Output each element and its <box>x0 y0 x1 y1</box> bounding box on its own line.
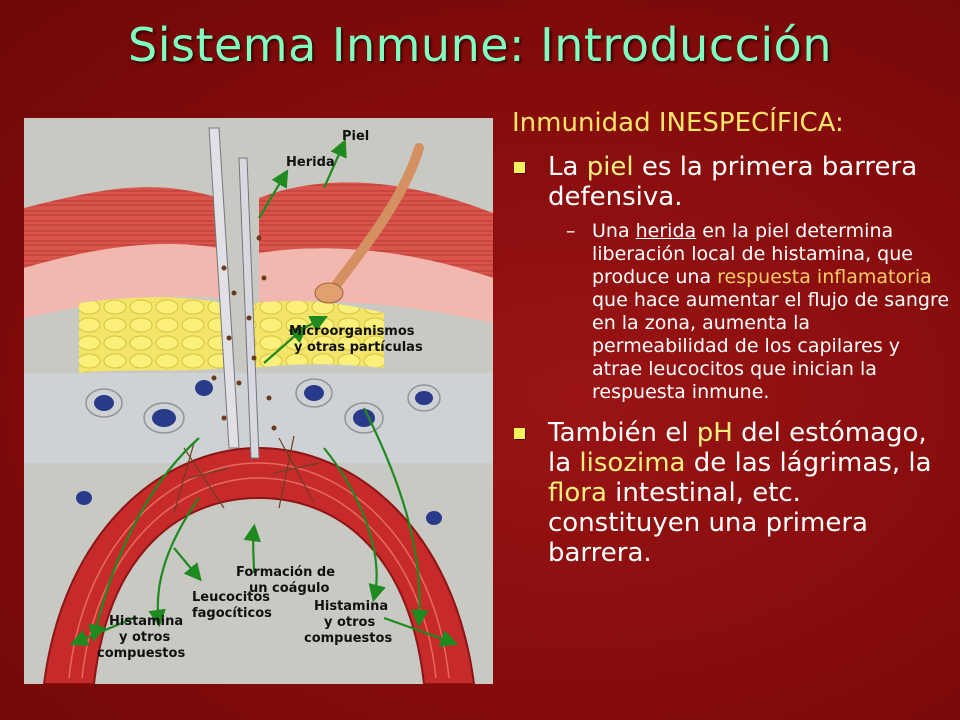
highlight-ph: pH <box>696 418 733 448</box>
fat-layer <box>79 297 224 373</box>
hair-follicle <box>329 143 424 293</box>
arrows <box>69 138 459 647</box>
label-histamina-left-2: y otros <box>119 630 170 645</box>
bullet-otras-barreras: También el pH del estómago, la lisozima … <box>512 418 952 568</box>
wound-shard <box>208 127 240 449</box>
highlight-lisozima: lisozima <box>579 448 686 478</box>
label-leucocitos-2: fagocíticos <box>192 606 272 621</box>
label-coagulo-1: Formación de <box>236 565 335 580</box>
label-piel: Piel <box>342 129 369 144</box>
highlight-piel: piel <box>586 152 634 182</box>
label-micro-1: Microorganismos <box>289 324 415 339</box>
label-histamina-right-3: compuestos <box>304 631 392 646</box>
sub-bullet-herida: – Una herida en la piel determina libera… <box>566 220 950 403</box>
bullet-piel: La piel es la primera barrera defensiva. <box>512 152 952 212</box>
skin-wound-diagram: Piel Herida Microorganismos y otras part… <box>24 127 493 684</box>
label-histamina-right-2: y otros <box>324 615 375 630</box>
label-histamina-left-1: Histamina <box>109 614 183 629</box>
label-coagulo-2: un coágulo <box>249 581 329 596</box>
highlight-flora: flora <box>548 478 607 508</box>
label-micro-2: y otras partículas <box>294 340 423 355</box>
label-histamina-right-1: Histamina <box>314 599 388 614</box>
bullet-square-icon <box>514 428 525 439</box>
underline-herida: herida <box>635 220 697 242</box>
section-heading: Inmunidad INESPECÍFICA: <box>512 108 844 138</box>
skin-layer-left <box>24 187 219 268</box>
label-histamina-left-3: compuestos <box>97 646 185 661</box>
label-herida: Herida <box>286 155 335 170</box>
immune-illustration: Piel Herida Microorganismos y otras part… <box>24 118 493 684</box>
text-content: Inmunidad INESPECÍFICA: La piel es la pr… <box>512 108 952 576</box>
label-leucocitos-1: Leucocitos <box>192 590 270 605</box>
highlight-respuesta: respuesta inflamatoria <box>717 266 932 288</box>
bullet-square-icon <box>514 162 525 173</box>
tissue-cells <box>76 380 442 525</box>
slide-title: Sistema Inmune: Introducción <box>128 18 832 72</box>
dash-marker: – <box>566 220 576 242</box>
clot-mesh <box>173 435 320 514</box>
